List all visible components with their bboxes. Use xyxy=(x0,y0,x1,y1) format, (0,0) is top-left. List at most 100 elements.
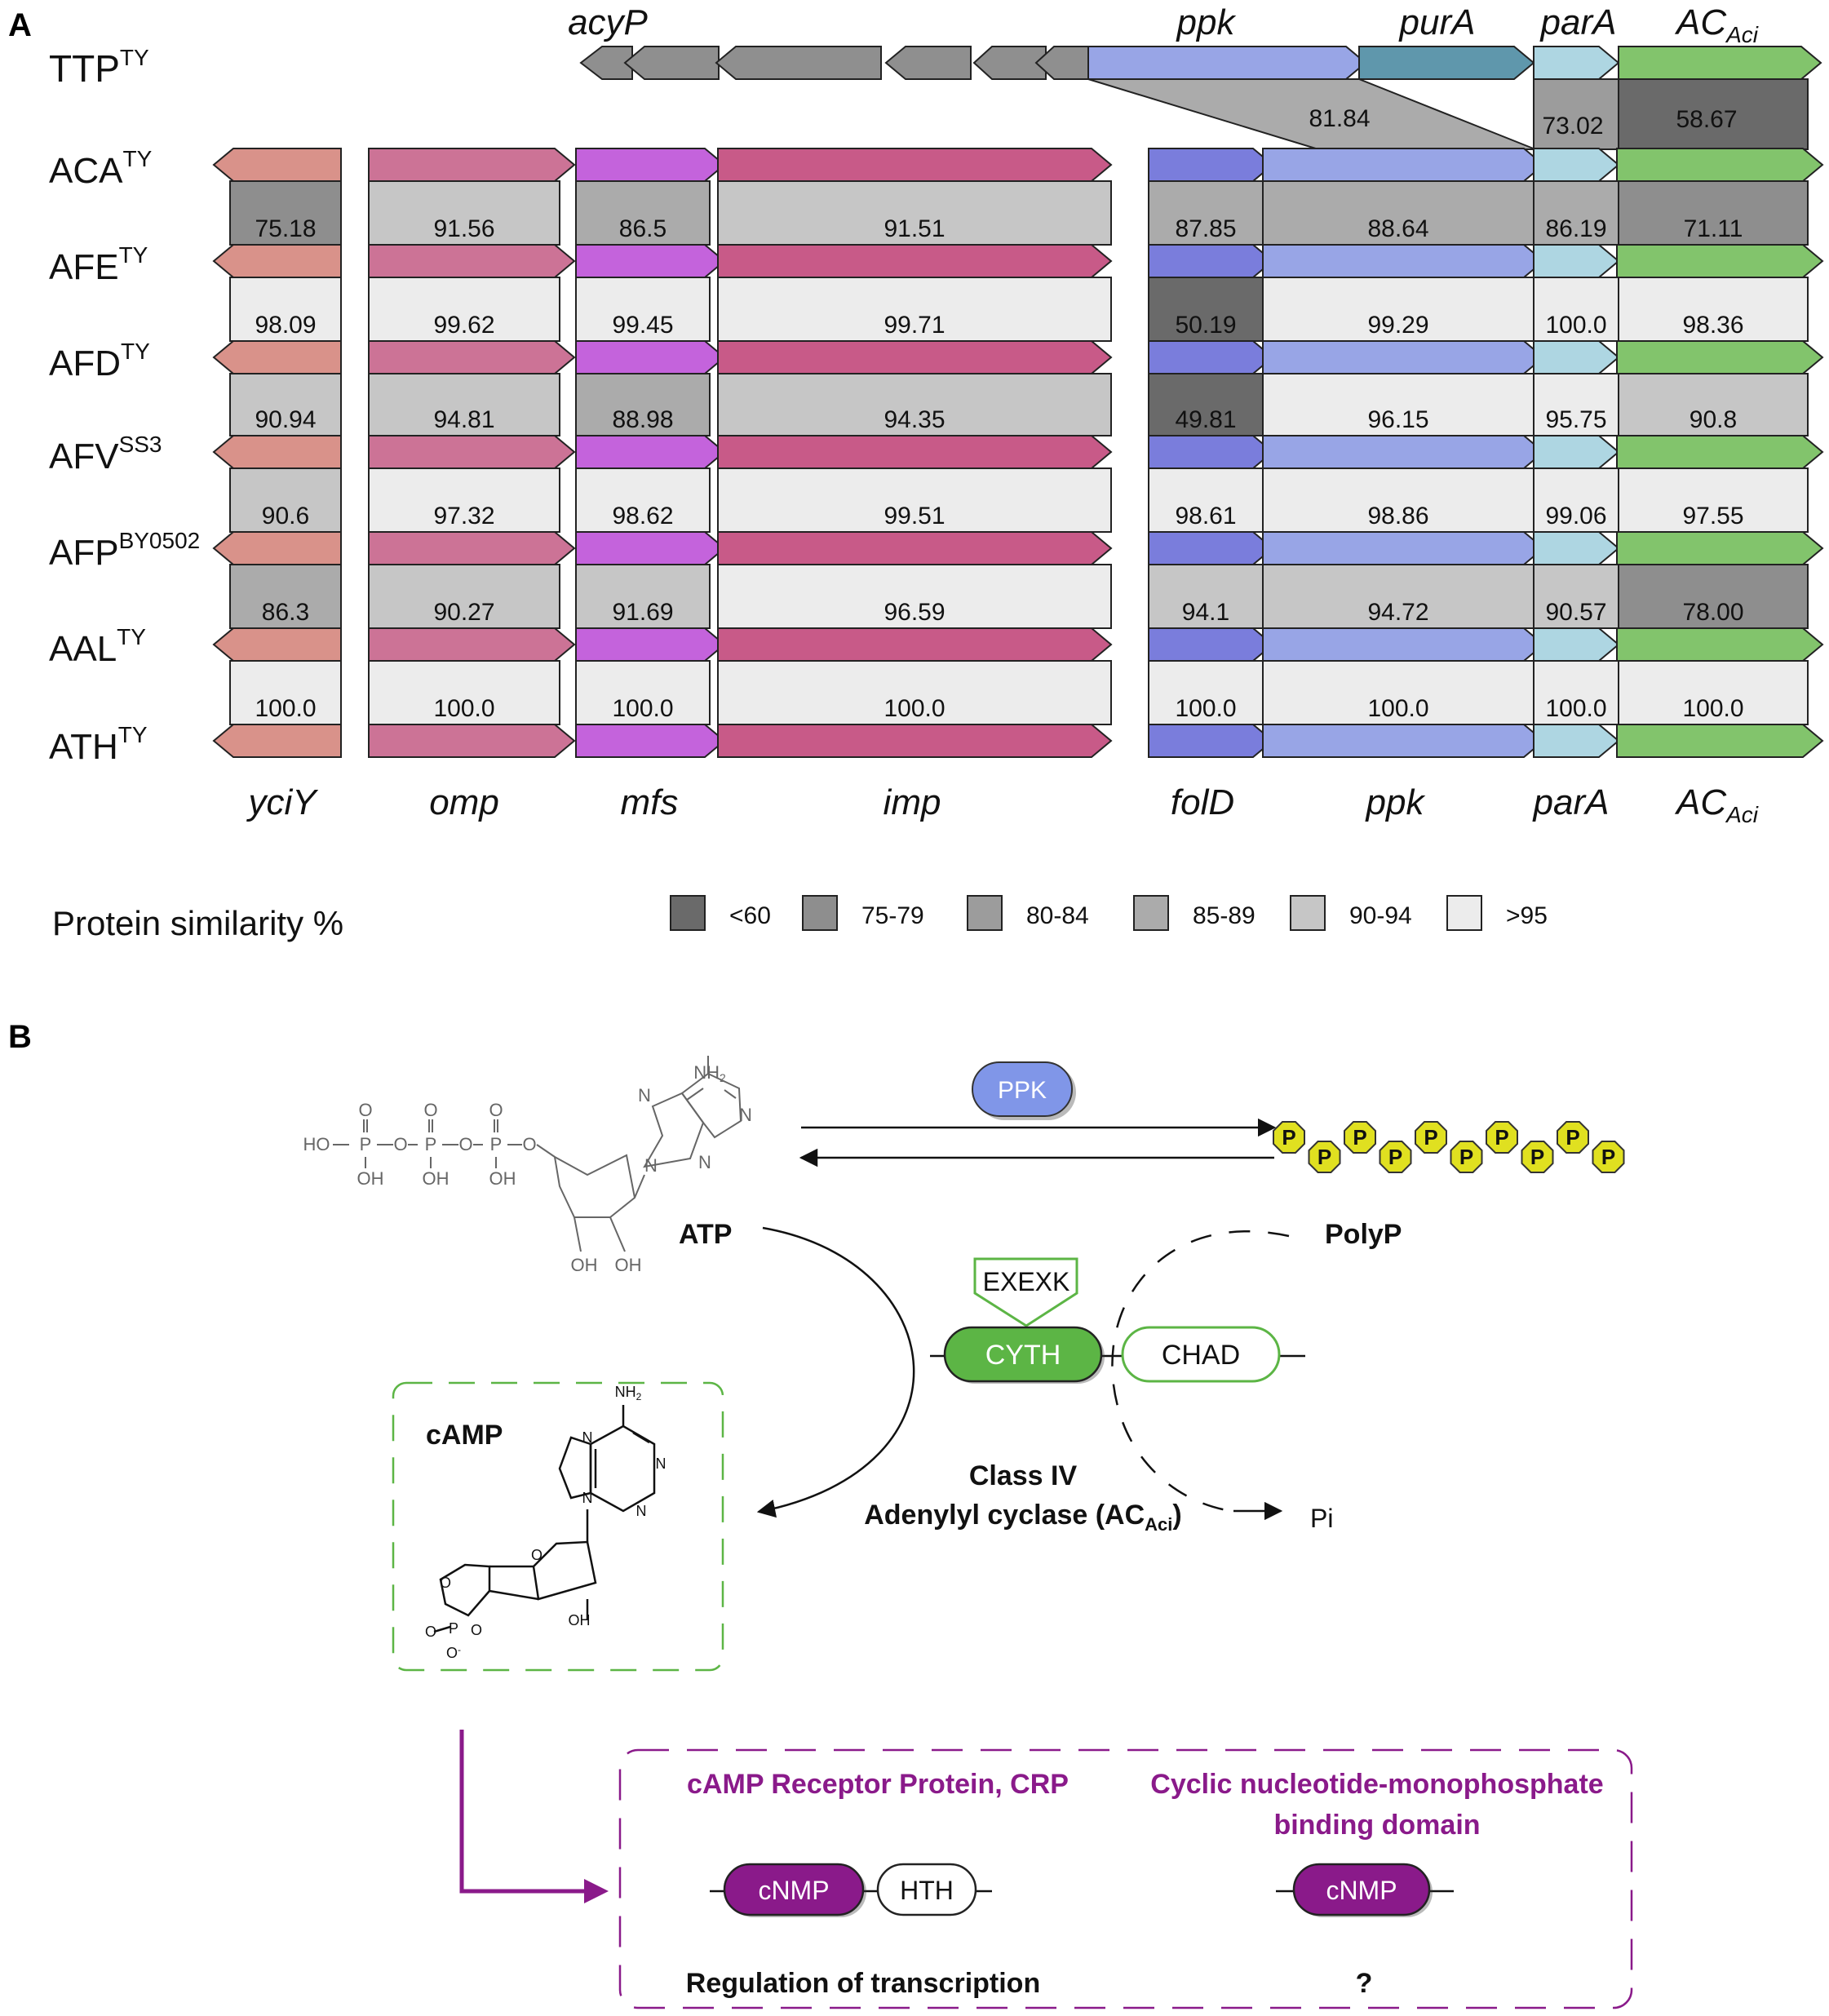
similarity-band xyxy=(1618,373,1809,436)
panel-b-letter: B xyxy=(8,1019,32,1055)
similarity-band xyxy=(575,277,711,342)
top-gene-label: acyP xyxy=(568,2,648,42)
similarity-band xyxy=(1533,564,1619,629)
ac-link xyxy=(1618,78,1809,150)
similarity-band xyxy=(1533,180,1619,246)
similarity-value: 98.09 xyxy=(255,312,316,339)
chad-label: CHAD xyxy=(1162,1340,1240,1371)
similarity-value: 100.0 xyxy=(1682,695,1743,722)
atom-label: N xyxy=(582,1429,593,1446)
gene-arrow xyxy=(1533,435,1620,469)
atom-label: O xyxy=(423,1100,437,1120)
gene-arrow xyxy=(1262,340,1545,374)
genome-label: ACATY xyxy=(49,146,153,191)
atom-label: N xyxy=(582,1490,593,1506)
camp-atoms: NH2 N N N N O O O O P OH O- xyxy=(425,1384,666,1661)
similarity-value: 95.75 xyxy=(1545,406,1606,433)
top-gene-label: purA xyxy=(1398,2,1476,42)
gene-arrow xyxy=(717,627,1113,662)
similarity-band xyxy=(229,660,342,725)
atom-label: OH xyxy=(489,1168,516,1189)
similarity-value: 99.29 xyxy=(1367,312,1428,339)
similarity-band xyxy=(717,373,1112,436)
similarity-value: 100.0 xyxy=(612,695,673,722)
exexk-motif: EXEXK xyxy=(973,1257,1078,1327)
similarity-value: 49.81 xyxy=(1175,406,1236,433)
similarity-value: 100.0 xyxy=(433,695,494,722)
similarity-value: 88.64 xyxy=(1367,215,1428,242)
regulation-label: Regulation of transcription xyxy=(686,1968,1040,1999)
bottom-gene-label: ppk xyxy=(1365,782,1426,822)
similarity-band xyxy=(368,277,560,342)
gene-arrow xyxy=(368,724,576,758)
similarity-value: 94.35 xyxy=(884,406,945,433)
genome-label: AFDTY xyxy=(49,339,150,383)
phosphate-unit: P xyxy=(1273,1121,1305,1154)
cnmp-domain-title-2: binding domain xyxy=(1273,1810,1480,1841)
similarity-band xyxy=(1618,564,1809,629)
atom-label: O xyxy=(358,1100,372,1120)
gene-arrow xyxy=(212,244,342,278)
link-value: 58.67 xyxy=(1676,106,1737,133)
ppk-enzyme: PPK xyxy=(972,1061,1076,1120)
atom-label: N xyxy=(644,1155,658,1176)
legend-swatch xyxy=(802,895,838,931)
gene-arrow xyxy=(1533,148,1620,182)
gene-arrow xyxy=(972,46,1047,80)
similarity-band xyxy=(1262,373,1534,436)
genome-label: AALTY xyxy=(49,624,146,669)
gene-arrow xyxy=(1262,724,1545,758)
gene-arrow xyxy=(575,627,726,662)
atom-label: O- xyxy=(446,1644,461,1661)
legend-swatch xyxy=(670,895,706,931)
similarity-value: 100.0 xyxy=(1175,695,1236,722)
chad-domain: CHAD xyxy=(1121,1326,1281,1383)
atp-label: ATP xyxy=(679,1219,732,1250)
gene-arrow xyxy=(717,724,1113,758)
gene-arrow xyxy=(212,148,342,182)
gene-arrow xyxy=(575,340,726,374)
gene-arrow xyxy=(1616,244,1824,278)
gene-arrow xyxy=(717,531,1113,565)
similarity-value: 90.94 xyxy=(255,406,316,433)
similarity-band xyxy=(1618,180,1809,246)
atom-label: O xyxy=(425,1624,436,1640)
atp-to-camp-arrow xyxy=(756,1226,915,1518)
atom-label: O xyxy=(440,1575,451,1591)
similarity-value: 98.36 xyxy=(1682,312,1743,339)
gene-arrow xyxy=(623,46,720,80)
atom-label: OH xyxy=(615,1255,642,1275)
link-value: 73.02 xyxy=(1542,113,1603,140)
gene-arrow xyxy=(1616,724,1824,758)
top-gene-label: parA xyxy=(1539,2,1617,42)
gene-arrow xyxy=(1262,531,1545,565)
similarity-value: 88.98 xyxy=(612,406,673,433)
top-genome-label: TTPTY xyxy=(49,45,149,90)
similarity-value: 90.6 xyxy=(262,503,309,529)
similarity-value: 90.8 xyxy=(1690,406,1737,433)
atom-label: O xyxy=(489,1100,503,1120)
gene-arrow xyxy=(368,531,576,565)
gene-arrow xyxy=(1148,148,1274,182)
similarity-value: 100.0 xyxy=(884,695,945,722)
similarity-band xyxy=(1262,180,1534,246)
phosphate-unit: P xyxy=(1557,1121,1589,1154)
phosphate-unit: P xyxy=(1415,1121,1447,1154)
atp-atoms: HO P O P O P O O O O OH OH OH OH OH NH2 … xyxy=(303,1062,752,1275)
crp-cnmp-domain: cNMP xyxy=(723,1863,866,1917)
link-value: 81.84 xyxy=(1309,105,1370,132)
legend-swatch xyxy=(1446,895,1482,931)
similarity-value: 96.15 xyxy=(1367,406,1428,433)
svg-text:P: P xyxy=(1601,1145,1615,1169)
atom-label: HO xyxy=(303,1134,330,1154)
atp-structure xyxy=(333,1056,742,1252)
cnmp-label: cNMP xyxy=(758,1876,829,1905)
gene-arrow xyxy=(1262,435,1545,469)
legend-label: <60 xyxy=(729,902,771,929)
gene-arrow xyxy=(1533,627,1620,662)
similarity-band xyxy=(717,660,1112,725)
similarity-value: 91.69 xyxy=(612,599,673,626)
gene-arrow xyxy=(717,435,1113,469)
